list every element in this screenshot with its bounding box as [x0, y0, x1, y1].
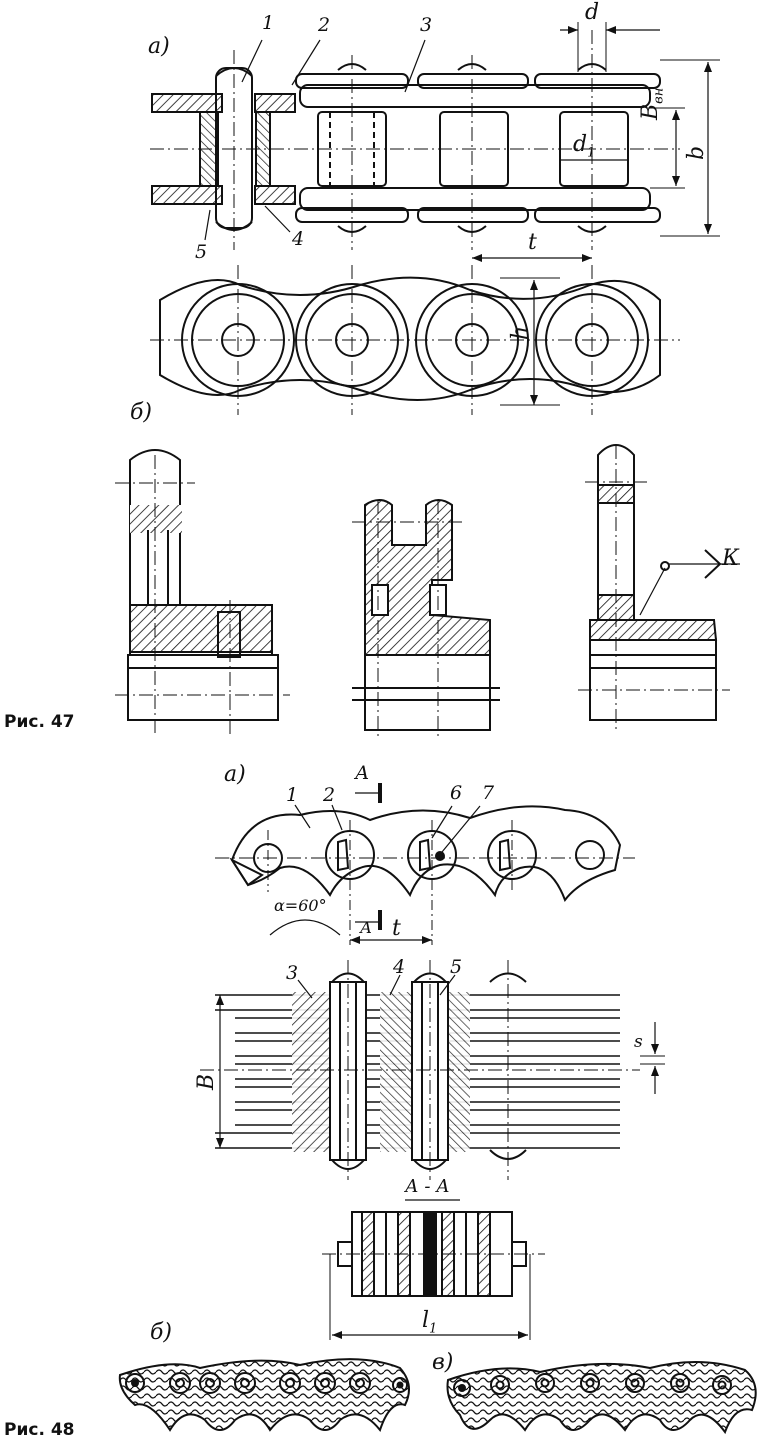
fig48-section-aa — [322, 1199, 545, 1340]
length-l1-label: l1 — [422, 1308, 438, 1337]
fig48-part-v-label: в) — [432, 1350, 454, 1375]
fig48-callout-7: 7 — [482, 782, 495, 804]
fig48-toothed-chain-side — [215, 783, 635, 945]
fig47-fixture-left — [115, 449, 290, 735]
fig47-callout-5: 5 — [195, 241, 208, 263]
fig47-chain-top-view — [150, 22, 720, 259]
section-aa-title: А - А — [405, 1176, 450, 1197]
fig47-callout-3: 3 — [420, 14, 433, 36]
fig48-callout-1: 1 — [286, 784, 299, 806]
dim-t-label: t — [528, 230, 537, 255]
fig48-callout-2: 2 — [323, 784, 336, 806]
fig48-callout-4: 4 — [393, 956, 406, 978]
dim-d-label: d — [585, 0, 600, 25]
fig48-part-a-label: а) — [224, 762, 246, 787]
plate-s-label: s — [634, 1032, 643, 1052]
fig47-callout-1: 1 — [262, 12, 275, 34]
pitch-t-label: t — [392, 916, 401, 941]
fig48-callout-5: 5 — [450, 956, 463, 978]
fig47-chain-side-view — [150, 265, 680, 415]
dim-d1-label: d1 — [573, 132, 596, 161]
fig47-fixture-right — [578, 444, 740, 730]
width-b-label: В — [194, 1073, 219, 1090]
fig47-callout-4: 4 — [292, 228, 305, 250]
fig48-callout-6: 6 — [450, 782, 463, 804]
fig48-chain-v — [446, 1361, 757, 1435]
weld-mark-k: К — [722, 546, 740, 571]
fig47-caption: Рис. 47 — [4, 712, 75, 732]
section-mark-top: А — [355, 762, 370, 784]
fig48-caption: Рис. 48 — [4, 1420, 75, 1440]
fig48-callout-3: 3 — [286, 962, 299, 984]
fig48-part-b-label: б) — [150, 1320, 173, 1345]
angle-label: α=60° — [274, 896, 327, 915]
fig48-plates-plan-view — [200, 960, 665, 1180]
fig47-part-a-label: а) — [148, 34, 170, 59]
dimension-arrows — [216, 26, 712, 1339]
dim-b-label: b — [684, 145, 709, 160]
fig47-part-b-label: б) — [130, 400, 153, 425]
dim-bvn-label: Bвн — [638, 87, 667, 120]
fig47-fixture-middle — [352, 499, 500, 740]
fig47-callout-2: 2 — [318, 14, 331, 36]
dim-h-label: h — [508, 325, 533, 340]
section-mark-bottom: А — [360, 918, 373, 937]
fig48-chain-b — [118, 1358, 410, 1433]
